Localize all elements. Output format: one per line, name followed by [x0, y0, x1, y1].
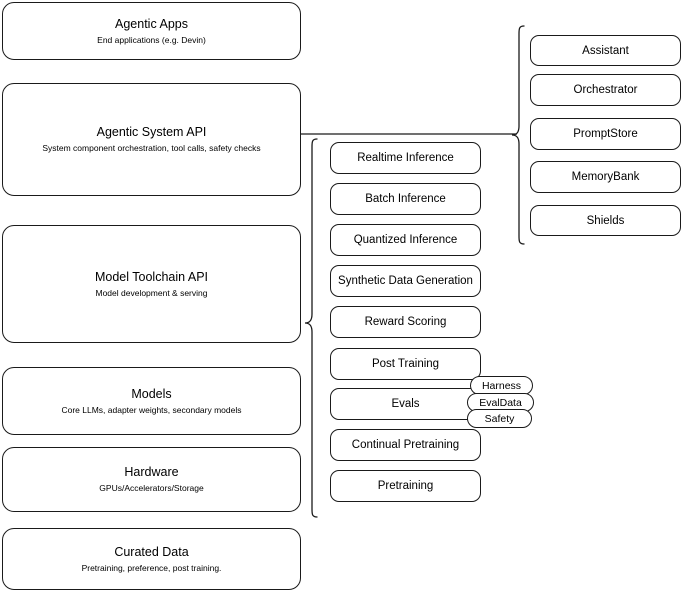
component-quantized-inference[interactable]: Quantized Inference [330, 224, 481, 256]
layer-title: Curated Data [114, 544, 189, 559]
component-label: Shields [586, 214, 625, 227]
component-label: Post Training [371, 358, 440, 370]
component-realtime-inference[interactable]: Realtime Inference [330, 142, 481, 174]
pill-evaldata[interactable]: EvalData [467, 393, 534, 412]
brace-system-components [511, 25, 525, 245]
component-evals[interactable]: Evals [330, 388, 481, 420]
component-label: Batch Inference [365, 193, 446, 205]
component-post-training[interactable]: Post Training [330, 348, 481, 380]
pill-label: Safety [484, 412, 515, 425]
layer-title: Hardware [124, 465, 179, 479]
component-label: PromptStore [573, 128, 638, 140]
component-label: Synthetic Data Generation [338, 275, 473, 287]
component-orchestrator[interactable]: Orchestrator [530, 74, 681, 106]
component-memorybank[interactable]: MemoryBank [530, 161, 681, 193]
layer-subtitle: GPUs/Accelerators/Storage [99, 483, 204, 493]
layer-hardware[interactable]: Hardware GPUs/Accelerators/Storage [2, 447, 301, 512]
component-pretraining[interactable]: Pretraining [330, 470, 481, 502]
layer-title: Agentic System API [96, 125, 207, 139]
component-promptstore[interactable]: PromptStore [530, 118, 681, 150]
component-label: Continual Pretraining [351, 439, 460, 451]
component-label: Orchestrator [573, 84, 638, 96]
component-synthetic-data-generation[interactable]: Synthetic Data Generation [330, 265, 481, 297]
connector-system-api-to-components [301, 128, 517, 140]
pill-label: EvalData [479, 396, 522, 409]
component-label: Realtime Inference [357, 152, 454, 164]
component-shields[interactable]: Shields [530, 205, 681, 236]
pill-label: Harness [481, 379, 522, 392]
layer-title: Agentic Apps [115, 16, 188, 31]
component-batch-inference[interactable]: Batch Inference [330, 183, 481, 215]
component-label: MemoryBank [571, 171, 640, 183]
component-label: Pretraining [377, 480, 434, 492]
layer-model-toolchain-api[interactable]: Model Toolchain API Model development & … [2, 225, 301, 343]
component-continual-pretraining[interactable]: Continual Pretraining [330, 429, 481, 461]
component-label: Assistant [582, 44, 629, 57]
layer-agentic-apps[interactable]: Agentic Apps End applications (e.g. Devi… [2, 2, 301, 60]
component-reward-scoring[interactable]: Reward Scoring [330, 306, 481, 338]
layer-subtitle: Model development & serving [95, 287, 208, 298]
component-label: Reward Scoring [364, 316, 447, 328]
layer-subtitle: System component orchestration, tool cal… [42, 143, 261, 153]
layer-title: Models [131, 386, 172, 401]
layer-models[interactable]: Models Core LLMs, adapter weights, secon… [2, 367, 301, 435]
pill-safety[interactable]: Safety [467, 409, 532, 428]
component-assistant[interactable]: Assistant [530, 35, 681, 66]
layer-curated-data[interactable]: Curated Data Pretraining, preference, po… [2, 528, 301, 590]
layer-subtitle: Core LLMs, adapter weights, secondary mo… [61, 404, 242, 415]
brace-toolchain-components [304, 138, 318, 518]
layer-agentic-system-api[interactable]: Agentic System API System component orch… [2, 83, 301, 196]
layer-subtitle: End applications (e.g. Devin) [97, 34, 206, 45]
component-label: Quantized Inference [353, 234, 458, 246]
layer-subtitle: Pretraining, preference, post training. [81, 562, 222, 573]
layer-title: Model Toolchain API [94, 269, 209, 284]
pill-harness[interactable]: Harness [470, 376, 533, 395]
component-label: Evals [391, 398, 420, 410]
